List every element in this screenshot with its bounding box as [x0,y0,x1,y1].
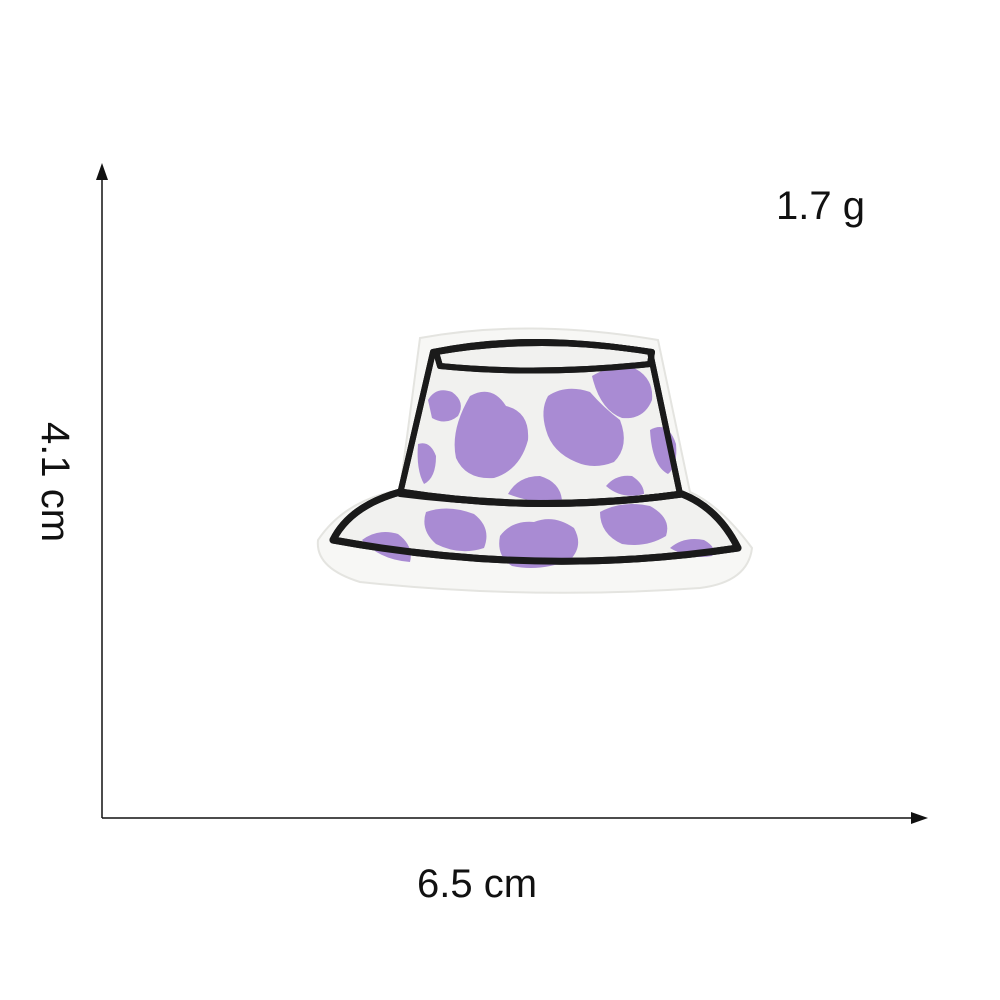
height-axis-arrow-icon [96,163,108,180]
bucket-hat-patch [316,327,754,594]
width-dimension-label: 6.5 cm [417,862,538,906]
height-dimension-label: 4.1 cm [33,421,77,543]
weight-label: 1.7 g [776,184,865,228]
width-axis-arrow-icon [911,812,928,824]
